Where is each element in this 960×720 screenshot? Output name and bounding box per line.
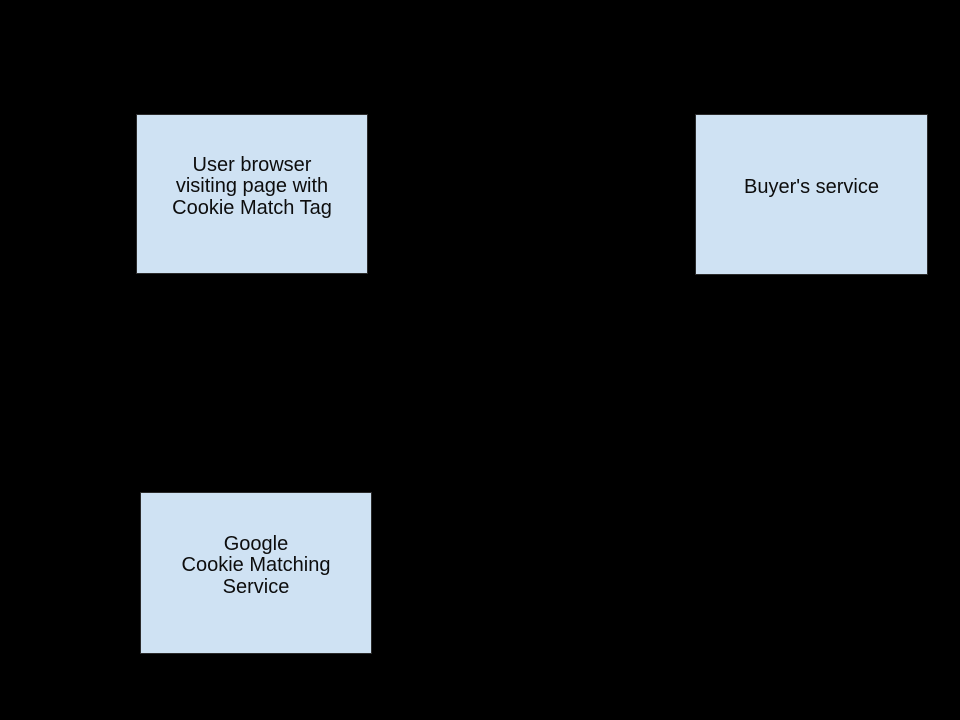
node-user-browser: User browser visiting page with Cookie M… [136, 114, 368, 274]
node-buyers-service-label: Buyer's service [744, 175, 879, 198]
node-google-cookie-matching-service: Google Cookie Matching Service [140, 492, 372, 654]
node-user-browser-label: User browser visiting page with Cookie M… [172, 153, 332, 219]
node-buyers-service: Buyer's service [695, 114, 928, 275]
node-google-cookie-matching-service-label: Google Cookie Matching Service [181, 532, 331, 598]
